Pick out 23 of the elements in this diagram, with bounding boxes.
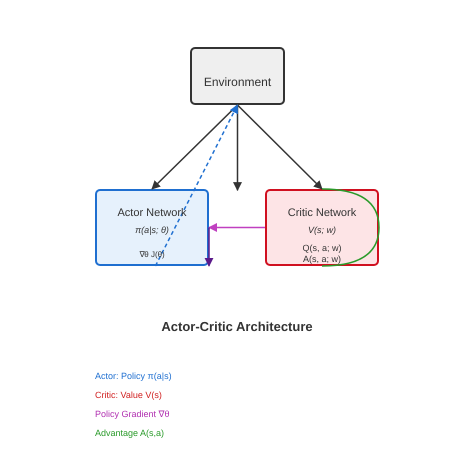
arrow [236, 104, 323, 190]
formula: ∇θ J(θ) [139, 250, 165, 259]
formula: Q(s, a; w) [302, 243, 342, 253]
dashed-arrow [154, 104, 238, 266]
connector-line [322, 188, 380, 267]
node-title: Environment [204, 75, 272, 89]
critic-box [265, 189, 379, 266]
diagram-title: Actor-Critic Architecture [160, 319, 314, 334]
arrow [204, 228, 214, 267]
environment-box [190, 47, 285, 105]
legend-text: Policy Gradient ∇θ [95, 409, 170, 419]
arrow [233, 105, 242, 192]
legend-text: Advantage A(s,a) [95, 428, 164, 438]
legend-text: Critic: Value V(s) [95, 390, 162, 400]
arrow [151, 104, 238, 190]
formula: π(a|s; θ) [135, 225, 169, 235]
node-title: Actor Network [117, 207, 187, 219]
node-title: Critic Network [288, 207, 356, 219]
formula: V(s; w) [308, 225, 336, 235]
actor-box [95, 189, 209, 266]
legend-text: Actor: Policy π(a|s) [95, 371, 172, 381]
arrow [208, 223, 265, 232]
formula: A(s, a; w) [302, 254, 341, 264]
